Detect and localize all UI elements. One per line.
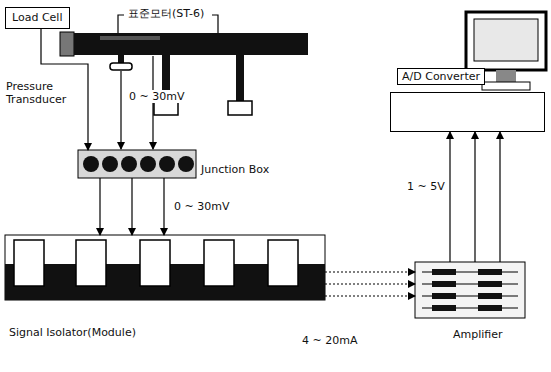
load-cell-label-box: Load Cell [5,7,70,29]
signal-range: 1 ~ 5V [405,180,447,193]
motor-highlight [100,36,160,40]
motor-foot [228,101,252,115]
monitor [466,12,546,70]
terminal [140,156,156,172]
signal-range: 0 ~ 30mV [172,200,231,213]
load-cell-block [60,32,74,56]
terminal [83,156,99,172]
monitor-base [482,82,530,90]
signal-connector [474,132,475,262]
motor-body [74,33,308,55]
signal-connector [325,271,415,272]
monitor-screen [474,19,538,61]
signal-connector [499,132,500,262]
node-label: A/D Converter [397,68,485,85]
isolator-module [140,240,170,286]
terminal [178,156,194,172]
isolator-module [14,240,44,286]
isolator-module [204,240,234,286]
node-label: Amplifier [453,328,503,341]
signal-connector [449,132,450,262]
junction-box: Junction Box [78,150,196,178]
terminal [159,156,175,172]
motor-name: 표준모터(ST-6) [128,7,204,20]
motor-leg [236,55,244,101]
transducer-stem [118,55,124,63]
signal-connector [325,283,415,284]
signal-connector [99,178,100,235]
pressure-transducer [110,63,132,70]
terminal [121,156,137,172]
node-label: Signal Isolator(Module) [9,326,136,339]
amplifier-body [415,262,525,318]
isolator-rail [5,235,325,300]
amplifier-box: Amplifier [415,262,525,318]
node-label: Junction Box [201,163,269,176]
signal-connector [163,178,164,235]
signal-connector [325,295,415,296]
node-label: Load Cell [12,11,63,24]
signal-isolator: Signal Isolator(Module) [5,235,325,300]
junction-box-body [78,150,196,178]
sensor-name: Pressure Transducer [6,80,80,106]
isolator-module [268,240,298,286]
signal-range: 4 ~ 20mA [300,334,359,347]
signal-range: 0 ~ 30mV [127,90,186,103]
signal-wire [120,71,121,149]
ad-converter-box: A/D Converter [390,92,545,132]
isolator-module [76,240,106,286]
signal-connector [131,178,132,235]
computer-case [390,92,545,132]
monitor-stand [496,70,516,82]
terminal [102,156,118,172]
